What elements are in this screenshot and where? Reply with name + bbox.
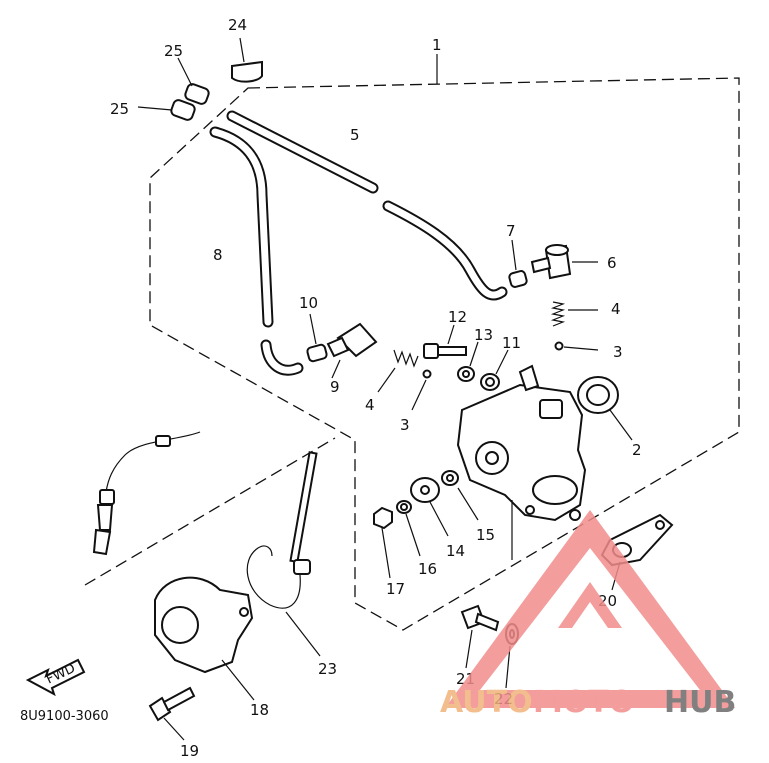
label-17: 17 xyxy=(386,580,405,598)
label-13: 13 xyxy=(474,326,493,344)
part-number-labels: 1 2 3 3 4 4 5 6 7 8 9 10 11 12 13 14 15 … xyxy=(110,16,642,760)
label-4-left: 4 xyxy=(365,396,375,414)
elbow-9 xyxy=(326,322,378,379)
fwd-arrow-icon: FWD xyxy=(25,658,86,697)
label-10: 10 xyxy=(299,294,318,312)
washer-11 xyxy=(480,349,509,391)
washer-13 xyxy=(457,341,479,382)
ball-3-left xyxy=(411,369,432,411)
cap-10 xyxy=(306,313,328,363)
brand-hub: HUB xyxy=(664,685,736,720)
label-25-lower: 25 xyxy=(110,100,129,118)
spring-4-right xyxy=(550,301,598,327)
sensor-outline xyxy=(84,437,336,586)
oil-seal-2 xyxy=(577,376,633,441)
label-15: 15 xyxy=(476,526,495,544)
label-5: 5 xyxy=(350,126,360,144)
cover-18 xyxy=(154,576,255,701)
catalog-code: 8U9100-3060 xyxy=(20,709,109,724)
assembly-outline xyxy=(149,77,740,631)
washer-15 xyxy=(441,470,479,521)
hose-8 xyxy=(209,126,304,376)
washer-16 xyxy=(396,500,421,557)
nut-17 xyxy=(373,506,393,579)
label-14: 14 xyxy=(446,542,465,560)
label-11: 11 xyxy=(502,334,521,352)
label-9: 9 xyxy=(330,378,340,396)
label-24: 24 xyxy=(228,16,247,34)
label-6: 6 xyxy=(607,254,617,272)
label-2: 2 xyxy=(632,441,642,459)
clip-25-lower xyxy=(137,99,196,121)
ball-3-right xyxy=(554,341,599,351)
spring-4-left xyxy=(377,349,419,393)
label-25-upper: 25 xyxy=(164,42,183,60)
label-23: 23 xyxy=(318,660,337,678)
sensor-lead xyxy=(92,431,201,556)
label-18: 18 xyxy=(250,701,269,719)
label-4-right: 4 xyxy=(611,300,621,318)
cable-23 xyxy=(246,451,321,657)
gear-14 xyxy=(410,477,449,537)
bolt-12 xyxy=(423,324,467,359)
label-8: 8 xyxy=(213,246,223,264)
label-7: 7 xyxy=(506,222,516,240)
automotohub-watermark: AUTO MOTO HUB xyxy=(440,510,736,720)
brand-auto: AUTO xyxy=(440,685,533,720)
cap-7 xyxy=(508,239,528,288)
oil-pump-1 xyxy=(456,364,587,522)
hose-5 xyxy=(226,110,508,301)
label-19: 19 xyxy=(180,742,199,760)
label-12: 12 xyxy=(448,308,467,326)
brand-moto: MOTO xyxy=(533,685,634,720)
triangle-logo-icon xyxy=(445,510,735,708)
clamp-24 xyxy=(231,37,263,83)
bolt-19 xyxy=(148,686,196,741)
fitting-6 xyxy=(530,244,598,280)
label-3-right: 3 xyxy=(613,343,623,361)
label-16: 16 xyxy=(418,560,437,578)
label-3-left: 3 xyxy=(400,416,410,434)
clip-25-upper xyxy=(177,57,210,105)
label-1: 1 xyxy=(432,36,442,54)
bolt-21 xyxy=(460,604,500,669)
